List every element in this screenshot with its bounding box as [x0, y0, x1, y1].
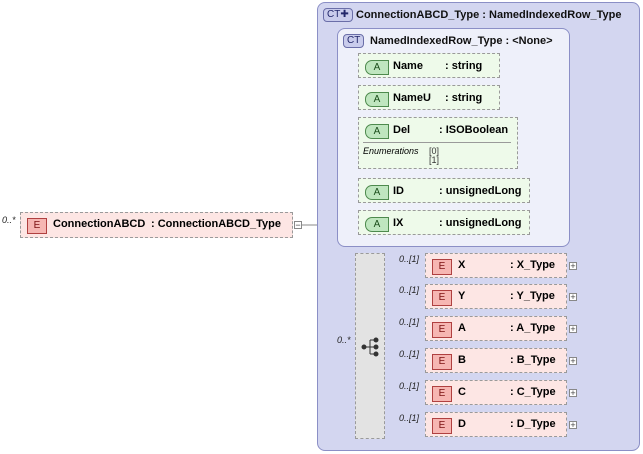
- root-element-connectionabcd[interactable]: E ConnectionABCD : ConnectionABCD_Type: [20, 212, 293, 238]
- attribute-label: IX: [393, 217, 404, 229]
- attribute-type: : string: [445, 60, 483, 72]
- element-name: C: [458, 386, 466, 398]
- element-occurrence: 0..[1]: [399, 317, 420, 327]
- enumerations-divider: [363, 142, 511, 143]
- complex-type-extension-icon: CT✚: [323, 8, 353, 22]
- element-type: : Y_Type: [510, 290, 555, 302]
- element-badge-icon: E: [27, 218, 47, 234]
- sequence-occurrence: 0..*: [337, 335, 351, 345]
- collapse-icon[interactable]: −: [294, 220, 302, 230]
- element-badge-icon: E: [432, 290, 452, 306]
- expand-icon[interactable]: +: [569, 356, 577, 366]
- attribute-badge-icon: A: [365, 185, 389, 200]
- attribute-type: : ISOBoolean: [439, 124, 509, 136]
- enumeration-value: [0]: [429, 146, 440, 156]
- element-type: : C_Type: [510, 386, 556, 398]
- element-name: B: [458, 354, 466, 366]
- element-name: Y: [458, 290, 466, 302]
- enumeration-value: [1]: [429, 155, 440, 165]
- complex-type-title: ConnectionABCD_Type : NamedIndexedRow_Ty…: [356, 9, 622, 21]
- attribute-type: : unsignedLong: [439, 185, 522, 197]
- element-badge-icon: E: [432, 418, 452, 434]
- attribute-type: : unsignedLong: [439, 217, 522, 229]
- element-badge-icon: E: [432, 322, 452, 338]
- element-occurrence: 0..[1]: [399, 254, 420, 264]
- expand-icon[interactable]: +: [569, 261, 577, 271]
- attribute-badge-icon: A: [365, 92, 389, 107]
- attribute-type: : string: [445, 92, 483, 104]
- element-x[interactable]: E X : X_Type: [425, 253, 567, 278]
- element-c[interactable]: E C : C_Type: [425, 380, 567, 405]
- element-d[interactable]: E D : D_Type: [425, 412, 567, 437]
- attribute-badge-icon: A: [365, 124, 389, 139]
- element-a[interactable]: E A : A_Type: [425, 316, 567, 341]
- root-element-name: ConnectionABCD: [53, 218, 146, 230]
- attribute-ix[interactable]: A IX : unsignedLong: [358, 210, 530, 235]
- sequence-icon: [361, 337, 379, 357]
- element-name: D: [458, 418, 466, 430]
- sequence-compositor[interactable]: [355, 253, 385, 439]
- attribute-id[interactable]: A ID : unsignedLong: [358, 178, 530, 203]
- root-occurrence: 0..*: [2, 215, 16, 225]
- expand-icon[interactable]: +: [569, 292, 577, 302]
- enumerations-label: Enumerations: [363, 146, 419, 156]
- attribute-badge-icon: A: [365, 217, 389, 232]
- element-type: : D_Type: [510, 418, 556, 430]
- expand-icon[interactable]: +: [569, 388, 577, 398]
- root-element-type: : ConnectionABCD_Type: [151, 218, 281, 230]
- element-occurrence: 0..[1]: [399, 381, 420, 391]
- element-occurrence: 0..[1]: [399, 285, 420, 295]
- element-name: X: [458, 259, 466, 271]
- element-badge-icon: E: [432, 354, 452, 370]
- element-occurrence: 0..[1]: [399, 413, 420, 423]
- expand-icon[interactable]: +: [569, 420, 577, 430]
- attribute-label: ID: [393, 185, 404, 197]
- attribute-badge-icon: A: [365, 60, 389, 75]
- inner-complex-type-title: NamedIndexedRow_Type : <None>: [370, 35, 553, 47]
- element-type: : A_Type: [510, 322, 556, 334]
- attribute-nameu[interactable]: A NameU : string: [358, 85, 500, 110]
- element-badge-icon: E: [432, 386, 452, 402]
- attribute-name[interactable]: A Name : string: [358, 53, 500, 78]
- element-b[interactable]: E B : B_Type: [425, 348, 567, 373]
- element-type: : X_Type: [510, 259, 556, 271]
- element-badge-icon: E: [432, 259, 452, 275]
- attribute-label: NameU: [393, 92, 431, 104]
- attribute-label: Del: [393, 124, 411, 136]
- expand-icon[interactable]: +: [569, 324, 577, 334]
- element-name: A: [458, 322, 466, 334]
- complex-type-icon: CT: [343, 34, 365, 48]
- attribute-del[interactable]: A Del : ISOBoolean Enumerations [0] [1]: [358, 117, 518, 169]
- attribute-label: Name: [393, 60, 423, 72]
- element-occurrence: 0..[1]: [399, 349, 420, 359]
- element-y[interactable]: E Y : Y_Type: [425, 284, 567, 309]
- element-type: : B_Type: [510, 354, 556, 366]
